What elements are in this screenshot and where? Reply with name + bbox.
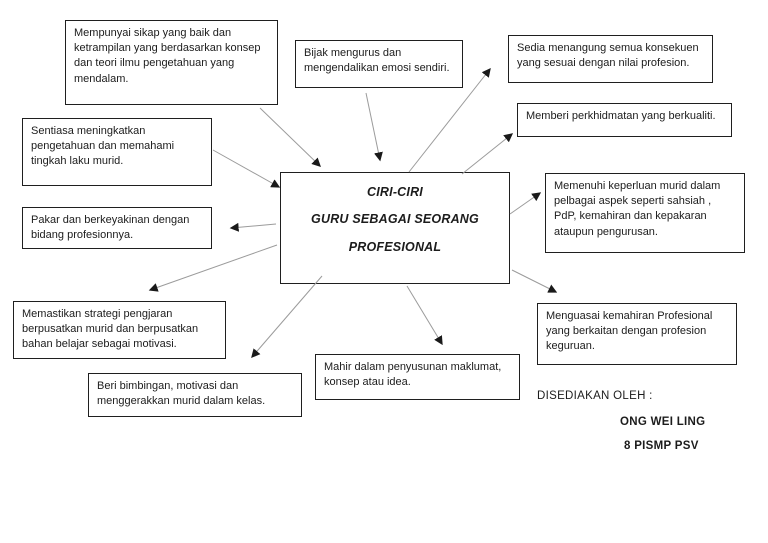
center-title-line-1: CIRI-CIRI <box>367 185 423 199</box>
node-mempunyai-sikap: Mempunyai sikap yang baik dan ketrampila… <box>65 20 278 105</box>
arrow-center-to-memenuhi <box>509 192 542 215</box>
node-memenuhi-keperluan: Memenuhi keperluan murid dalam pelbagai … <box>545 173 745 253</box>
node-pakar-berkeyakinan: Pakar dan berkeyakinan dengan bidang pro… <box>22 207 212 249</box>
node-mahir-penyusunan: Mahir dalam penyusunan maklumat, konsep … <box>315 354 520 400</box>
center-node: CIRI-CIRI GURU SEBAGAI SEORANG PROFESION… <box>280 172 510 284</box>
node-menguasai-kemahiran: Menguasai kemahiran Profesional yang ber… <box>537 303 737 365</box>
arrow-center-to-memastikan <box>148 244 278 292</box>
prepared-by-label: DISEDIAKAN OLEH : <box>537 390 653 402</box>
node-memastikan-strategi: Memastikan strategi pengjaran berpusatka… <box>13 301 226 359</box>
center-title-line-3: PROFESIONAL <box>348 239 442 254</box>
arrow-center-to-menguasai <box>511 269 558 293</box>
arrow-bijak-to-center <box>365 92 383 162</box>
center-title-line-2: GURU SEBAGAI SEORANG <box>311 212 479 227</box>
author-name: ONG WEI LING <box>620 416 706 428</box>
node-memberi-perkhidmatan: Memberi perkhidmatan yang berkualiti. <box>517 103 732 137</box>
arrow-center-to-beri <box>251 275 323 359</box>
node-sedia-menangung: Sedia menangung semua konsekuen yang ses… <box>508 35 713 83</box>
arrow-sentiasa-to-center <box>212 149 281 188</box>
arrow-center-to-pakar <box>229 222 277 232</box>
arrow-center-to-mahir <box>406 285 443 346</box>
node-bijak-mengurus: Bijak mengurus dan mengendalikan emosi s… <box>295 40 463 88</box>
arrow-center-to-memberi <box>461 133 514 175</box>
node-sentiasa-meningkatkan: Sentiasa meningkatkan pengetahuan dan me… <box>22 118 212 186</box>
author-class: 8 PISMP PSV <box>624 440 699 452</box>
node-beri-bimbingan: Beri bimbingan, motivasi dan menggerakka… <box>88 373 302 417</box>
arrow-mempunyai-to-center <box>259 107 321 167</box>
